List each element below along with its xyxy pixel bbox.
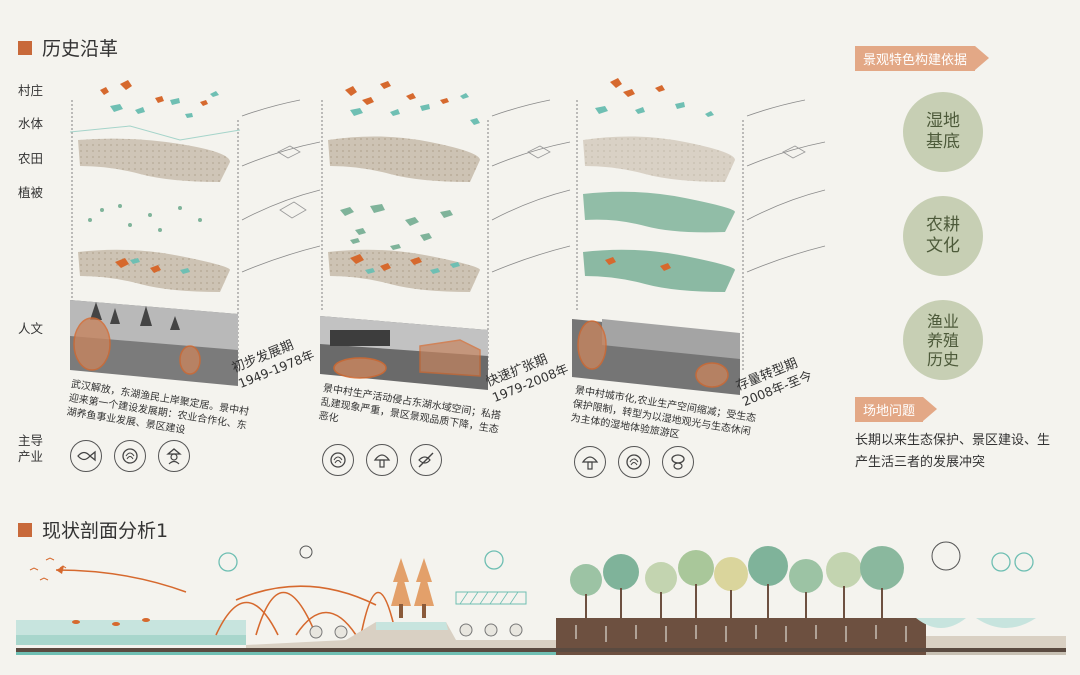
mushroom-icon: [662, 446, 694, 478]
cabbage-icon: [322, 444, 354, 476]
row-label-culture: 人文: [18, 321, 44, 336]
section-title: 现状剖面分析1: [42, 520, 169, 542]
problem-tag-label: 场地问题: [863, 404, 916, 419]
industry-icons-1: [70, 440, 190, 472]
culture-photo-2: [320, 316, 488, 390]
tree-group: [570, 546, 904, 618]
history-title: 历史沿革: [42, 38, 119, 60]
section-analysis-title: 现状剖面分析1: [18, 516, 168, 543]
culture-photo-3: [572, 319, 740, 395]
row-label-vegetation: 植被: [18, 185, 44, 200]
era-stack-2: [321, 81, 571, 370]
section-marker: [18, 40, 32, 55]
section-marker: [18, 522, 32, 537]
section-drawing: [16, 541, 1066, 655]
village-layer-3: [595, 78, 714, 117]
mushroom-icon: [574, 446, 606, 478]
row-label-industry: 主导 产业: [18, 433, 44, 464]
industry-icons-2: [322, 444, 442, 476]
era-stack-1: [69, 80, 321, 370]
mushroom-icon: [366, 444, 398, 476]
problem-tag: 场地问题: [855, 397, 938, 422]
era-stack-3: [576, 78, 826, 370]
era-description-2: 景中村生产活动侵占东湖水域空间；私搭乱建现象严重，景区景观品质下降，生态恶化: [317, 382, 502, 436]
basis-fishery: 渔业 养殖 历史: [903, 300, 983, 380]
cabbage-icon: [114, 440, 146, 472]
no-fishing-icon: [410, 444, 442, 476]
fisherman-icon: [158, 440, 190, 472]
vegetation-layer-1: [88, 204, 202, 232]
culture-photo-1: [70, 300, 238, 386]
row-label-village: 村庄: [18, 83, 44, 98]
fish-icon: [70, 440, 102, 472]
problem-text: 长期以来生态保护、景区建设、生产生活三者的发展冲突: [855, 433, 1051, 470]
basis-tag-label: 景观特色构建依据: [863, 53, 968, 68]
row-label-farmland: 农田: [18, 151, 44, 166]
basis-tag: 景观特色构建依据: [855, 46, 990, 71]
row-label-water: 水体: [18, 116, 44, 131]
layer-stacks-diagram: [69, 78, 826, 370]
industry-icons-3: [574, 446, 694, 478]
birds-group: [29, 557, 67, 581]
history-section-title: 历史沿革: [18, 34, 118, 61]
cabbage-icon: [618, 446, 650, 478]
vegetation-layer-2: [340, 204, 453, 241]
village-layer-2: [345, 81, 480, 125]
village-layer-1: [100, 80, 219, 118]
basis-wetland: 湿地 基底: [903, 92, 983, 172]
basis-farming: 农耕 文化: [903, 196, 983, 276]
